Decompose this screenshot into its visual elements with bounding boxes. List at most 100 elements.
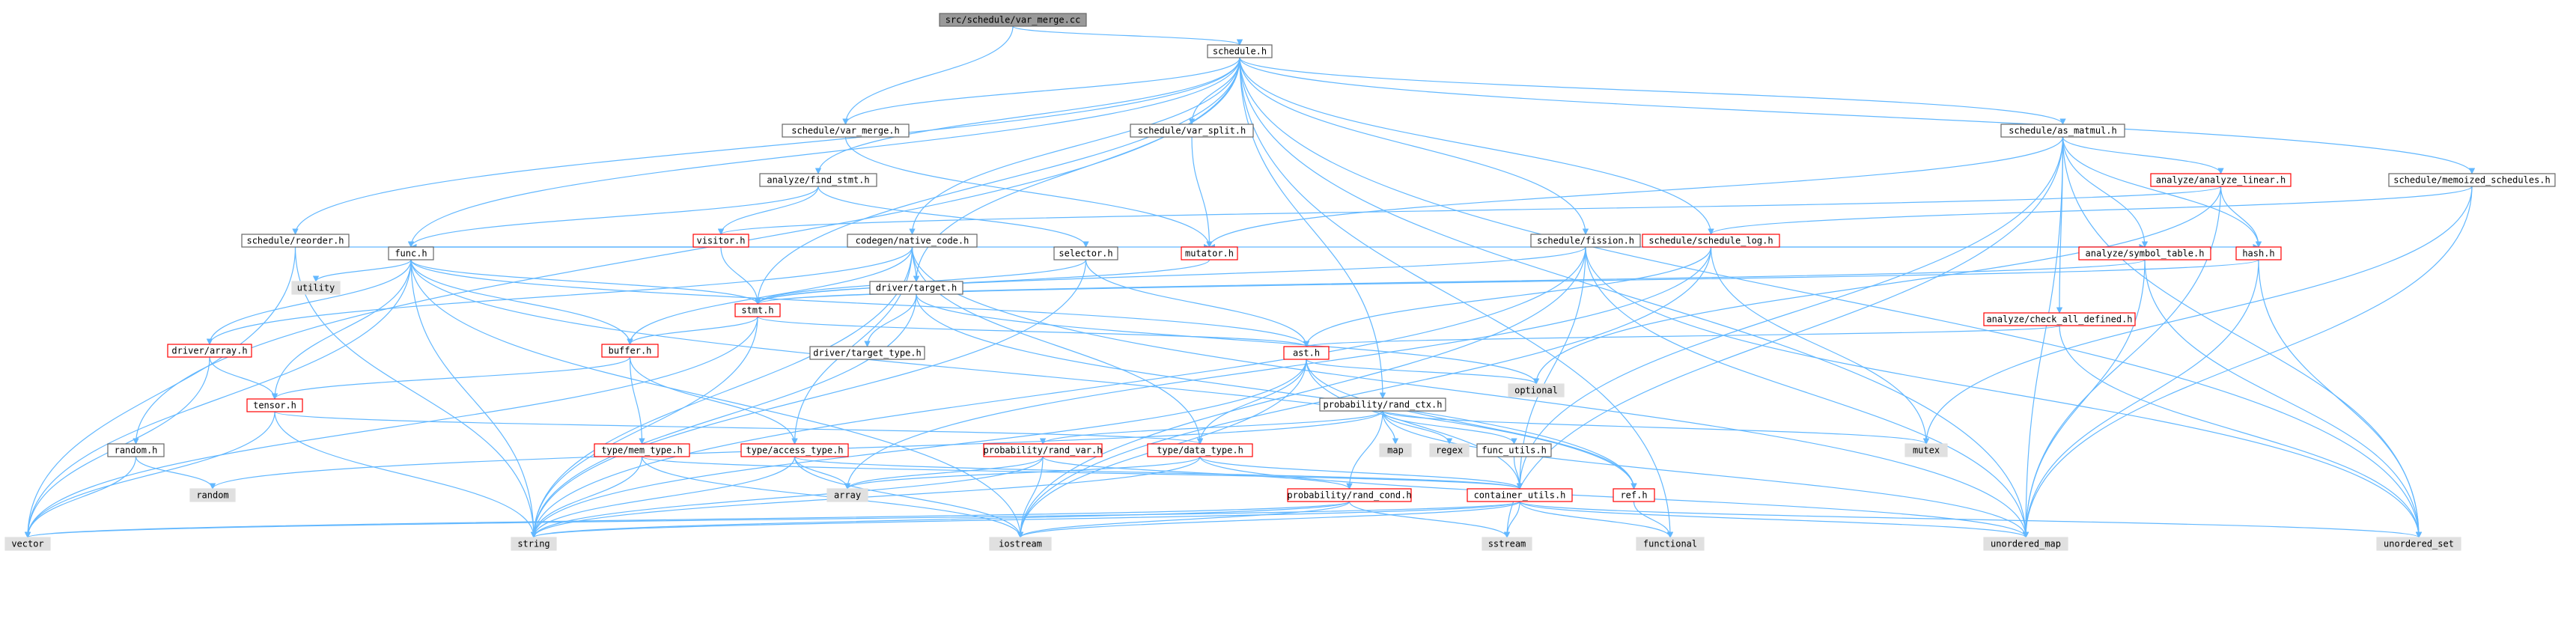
node-label: random.h	[115, 445, 158, 456]
node-box	[167, 344, 252, 358]
node-box	[1983, 537, 2068, 551]
node-label: array	[834, 490, 861, 501]
node-buffer_h[interactable]: buffer.h	[601, 344, 659, 358]
node-sched_memoized_h[interactable]: schedule/memoized_schedules.h	[2388, 173, 2556, 187]
edge-stmt_h-to-ast_h	[757, 316, 1309, 347]
edge-container_utils_h-to-functional	[1519, 501, 1674, 538]
edge-prob_rand_ctx_h-to-unordered_map	[1382, 410, 2030, 538]
node-data_type_h[interactable]: type/data_type.h	[1147, 443, 1253, 457]
node-label: type/access_type.h	[746, 445, 843, 456]
node-container_utils_h[interactable]: container_utils.h	[1467, 488, 1573, 502]
edge-data_type_h-to-container_utils_h	[1199, 456, 1523, 490]
node-mem_type_h[interactable]: type/mem_type.h	[594, 443, 690, 457]
node-box	[2235, 246, 2282, 260]
node-schedule_h[interactable]: schedule.h	[1207, 44, 1273, 58]
node-box	[511, 537, 557, 551]
node-box	[1283, 346, 1330, 360]
node-box	[1613, 488, 1655, 502]
node-rand_cond_h[interactable]: probability/rand_cond.h	[1287, 488, 1412, 502]
edge-prob_rand_ctx_h-to-rand_var_h	[1039, 410, 1383, 445]
edge-func_h-to-vector	[24, 259, 412, 538]
node-label: type/mem_type.h	[601, 445, 682, 456]
edge-sched_as_matmul_h-to-symbol_table_h	[2062, 136, 2149, 248]
node-label: sstream	[1488, 539, 1526, 549]
edge-analyze_find_stmt_h-to-func_h	[407, 186, 819, 248]
node-box	[1508, 383, 1565, 397]
node-sched_var_merge_h[interactable]: schedule/var_merge.h	[782, 124, 910, 138]
node-driver_target_h[interactable]: driver/target.h	[869, 281, 963, 295]
node-sched_fission_h[interactable]: schedule/fission.h	[1530, 234, 1641, 248]
node-box	[2078, 246, 2211, 260]
node-array: array	[826, 488, 868, 502]
node-ref_h[interactable]: ref.h	[1613, 488, 1655, 502]
node-driver_array_h[interactable]: driver/array.h	[167, 344, 252, 358]
node-sched_reorder_h[interactable]: schedule/reorder.h	[241, 234, 350, 248]
node-label: iostream	[999, 539, 1042, 549]
node-tensor_h[interactable]: tensor.h	[246, 398, 303, 412]
edge-schedule_h-to-sched_as_matmul_h	[1239, 57, 2066, 125]
edge-prob_rand_ctx_h-to-rand_cond_h	[1346, 410, 1383, 490]
node-stmt_h[interactable]: stmt.h	[734, 303, 781, 317]
edge-rand_cond_h-to-vector	[25, 501, 1351, 538]
node-check_all_defined_h[interactable]: analyze/check_all_defined.h	[1983, 312, 2136, 326]
edge-sched_fission_h-to-unordered_map	[1585, 246, 2030, 538]
node-label: stmt.h	[741, 305, 773, 316]
node-box	[1482, 537, 1532, 551]
node-sched_log_h[interactable]: schedule/schedule_log.h	[1642, 234, 1780, 248]
node-ast_h[interactable]: ast.h	[1283, 346, 1330, 360]
edge-ast_h-to-string	[530, 359, 1307, 538]
node-prob_rand_ctx_h[interactable]: probability/rand_ctx.h	[1319, 397, 1446, 412]
node-box	[989, 537, 1052, 551]
node-box	[107, 443, 165, 457]
node-access_type_h[interactable]: type/access_type.h	[740, 443, 849, 457]
edge-symbol_table_h-to-unordered_set	[2144, 259, 2423, 538]
node-label: mutex	[1913, 445, 1940, 456]
edge-data_type_h-to-array	[844, 456, 1201, 490]
node-analyze_find_stmt_h[interactable]: analyze/find_stmt.h	[759, 173, 877, 187]
node-visitor_h[interactable]: visitor.h	[692, 234, 749, 248]
edge-func_h-to-driver_array_h	[206, 259, 412, 345]
edge-mem_type_h-to-string	[530, 456, 643, 538]
edge-sched_var_split_h-to-mutator_h	[1191, 136, 1213, 248]
node-selector_h[interactable]: selector.h	[1053, 246, 1118, 260]
node-hash_h[interactable]: hash.h	[2235, 246, 2282, 260]
node-rand_var_h[interactable]: probability/rand_var.h	[983, 443, 1103, 457]
node-root[interactable]: src/schedule/var_merge.cc	[939, 13, 1087, 27]
edge-rand_cond_h-to-iostream	[1017, 501, 1351, 538]
node-box	[1983, 312, 2136, 326]
node-mutator_h[interactable]: mutator.h	[1181, 246, 1238, 260]
edge-analyze_find_stmt_h-to-visitor_h	[717, 186, 819, 235]
edge-access_type_h-to-iostream	[794, 456, 1024, 538]
node-box	[1130, 124, 1254, 138]
node-vector: vector	[4, 537, 51, 551]
edge-driver_target_h-to-driver_target_type_h	[864, 293, 917, 347]
node-func_h[interactable]: func.h	[388, 246, 434, 260]
edge-sched_fission_h-to-string	[530, 246, 1586, 538]
node-label: tensor.h	[253, 400, 296, 411]
node-symbol_table_h[interactable]: analyze/symbol_table.h	[2078, 246, 2211, 260]
edge-sched_as_matmul_h-to-container_utils_h	[1516, 136, 2064, 490]
edge-sched_log_h-to-mutex	[1710, 246, 1930, 445]
edge-codegen_native_h-to-driver_array_h	[206, 246, 913, 345]
edge-sched_memoized_h-to-mutex	[1922, 186, 2473, 445]
edge-sched_reorder_h-to-string	[294, 246, 538, 538]
edge-sched_fission_h-to-stmt_h	[755, 246, 1586, 305]
edge-func_h-to-tensor_h	[271, 259, 412, 400]
node-sched_var_split_h[interactable]: schedule/var_split.h	[1130, 124, 1254, 138]
node-label: probability/rand_ctx.h	[1324, 400, 1443, 410]
node-driver_target_type_h[interactable]: driver/target_type.h	[809, 346, 925, 360]
node-func_utils_h[interactable]: func_utils.h	[1476, 443, 1552, 457]
edge-rand_var_h-to-string	[530, 456, 1044, 538]
node-analyze_linear_h[interactable]: analyze/analyze_linear.h	[2150, 173, 2292, 187]
edge-tensor_h-to-data_type_h	[274, 411, 1203, 445]
edge-analyze_linear_h-to-hash_h	[2220, 186, 2262, 248]
node-label: map	[1387, 445, 1404, 456]
edge-analyze_linear_h-to-visitor_h	[718, 186, 2222, 235]
node-box	[1429, 443, 1470, 457]
node-random_h[interactable]: random.h	[107, 443, 165, 457]
node-codegen_native_h[interactable]: codegen/native_code.h	[847, 234, 978, 248]
node-sched_as_matmul_h[interactable]: schedule/as_matmul.h	[2000, 124, 2125, 138]
edge-buffer_h-to-tensor_h	[271, 356, 631, 400]
node-box	[1207, 44, 1273, 58]
node-box	[4, 537, 51, 551]
